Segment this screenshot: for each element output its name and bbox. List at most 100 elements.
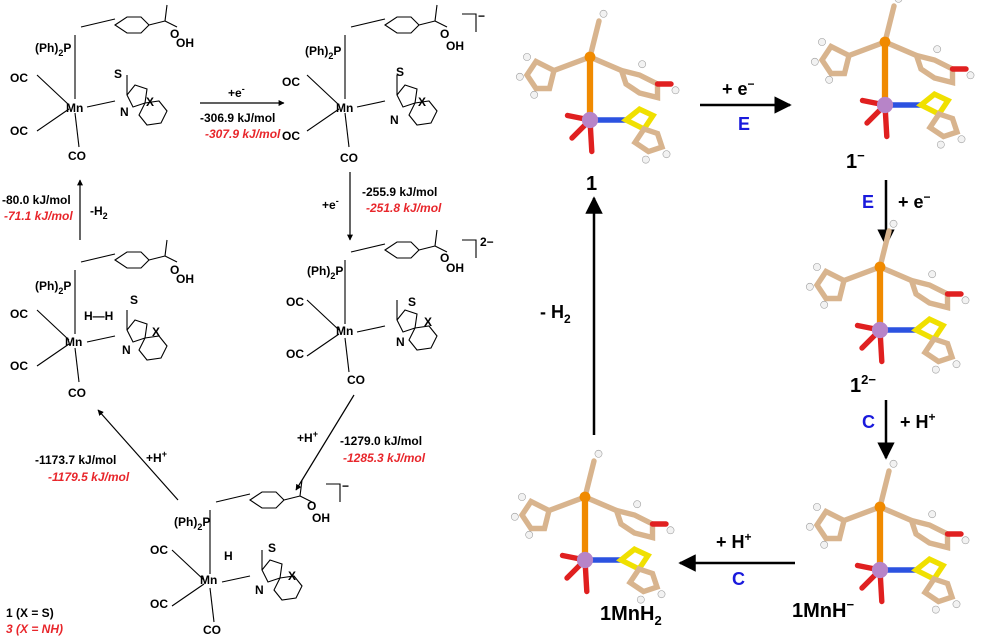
svg-text:−: −	[478, 9, 485, 23]
step3-energy-red: -1285.3 kJ/mol	[343, 451, 426, 465]
arrow-top-step: E	[738, 114, 750, 134]
model-1mnh2	[511, 450, 674, 603]
step3-reagent: +H+	[297, 429, 318, 445]
step5-reagent: -H2	[90, 204, 108, 221]
model-1	[516, 10, 679, 163]
arrow-right-1-reagent: + e−	[898, 190, 931, 212]
svg-text:O: O	[170, 263, 179, 277]
svg-text:OH: OH	[446, 261, 464, 275]
svg-text:OC: OC	[10, 307, 28, 321]
legend-x-nh: 3 (X = NH)	[6, 622, 63, 636]
model-1-minus	[811, 0, 974, 148]
species-1-2minus: (Ph)2P O OH OC OC CO Mn S N X 2−	[286, 229, 494, 387]
step1-energy-red: -307.9 kJ/mol	[205, 127, 281, 141]
svg-text:(Ph)2P: (Ph)2P	[305, 44, 341, 61]
svg-text:OC: OC	[286, 295, 304, 309]
svg-text:OH: OH	[176, 36, 194, 50]
step2-reagent: +e-	[322, 196, 339, 212]
svg-text:X: X	[152, 325, 160, 339]
svg-text:CO: CO	[68, 386, 86, 400]
step3-arrow	[295, 394, 355, 491]
svg-text:OC: OC	[10, 71, 28, 85]
svg-text:OC: OC	[150, 543, 168, 557]
species-1: (Ph)2P O OH OC OC CO Mn S N X	[10, 4, 194, 163]
svg-text:S: S	[130, 293, 138, 307]
svg-text:X: X	[288, 569, 296, 583]
svg-text:Mn: Mn	[200, 573, 217, 587]
svg-text:OC: OC	[150, 597, 168, 611]
svg-text:CO: CO	[203, 623, 221, 637]
species-1-minus: (Ph)2P O OH OC OC CO Mn S N X −	[282, 4, 485, 165]
step5-energy-red: -71.1 kJ/mol	[4, 209, 73, 223]
arrow-left-reagent: - H2	[540, 302, 571, 326]
step4-reagent: +H+	[146, 449, 167, 465]
svg-text:OC: OC	[282, 129, 300, 143]
arrow-bottom-step: C	[732, 569, 745, 589]
step5-energy-black: -80.0 kJ/mol	[2, 193, 71, 207]
step3-energy-black: -1279.0 kJ/mol	[340, 434, 422, 448]
label-1-2minus: 12−	[850, 372, 876, 397]
svg-text:O: O	[170, 27, 179, 41]
label-1-minus: 1−	[846, 148, 865, 173]
arrow-bottom-reagent: + H+	[716, 530, 752, 552]
svg-text:N: N	[120, 105, 129, 119]
label-1: 1	[586, 173, 597, 195]
svg-text:(Ph)2P: (Ph)2P	[35, 41, 71, 58]
svg-text:O: O	[307, 499, 316, 513]
svg-text:S: S	[408, 295, 416, 309]
svg-text:X: X	[418, 95, 426, 109]
arrow-right-2-step: C	[862, 412, 875, 432]
legend-x-s: 1 (X = S)	[6, 606, 54, 620]
svg-text:Mn: Mn	[65, 335, 82, 349]
svg-text:N: N	[396, 335, 405, 349]
svg-text:OH: OH	[312, 511, 330, 525]
svg-text:OH: OH	[176, 272, 194, 286]
svg-text:2−: 2−	[480, 235, 494, 249]
svg-text:H: H	[224, 549, 233, 563]
svg-text:O: O	[440, 251, 449, 265]
step1-energy-black: -306.9 kJ/mol	[200, 111, 275, 125]
arrow-right-1-step: E	[862, 192, 874, 212]
label-1mnh2: 1MnH2	[600, 603, 662, 628]
svg-text:S: S	[114, 67, 122, 81]
svg-text:N: N	[390, 113, 399, 127]
svg-text:N: N	[122, 343, 131, 357]
step4-energy-red: -1179.5 kJ/mol	[48, 470, 130, 484]
step4-energy-black: -1173.7 kJ/mol	[35, 453, 116, 467]
svg-text:Mn: Mn	[66, 101, 83, 115]
svg-text:X: X	[424, 315, 432, 329]
model-1-2minus	[806, 220, 969, 373]
species-1mnh2: (Ph)2P O OH OC OC CO Mn H—H S N X	[10, 239, 194, 400]
svg-text:S: S	[396, 65, 404, 79]
svg-text:CO: CO	[340, 151, 358, 165]
step1-reagent: +e-	[228, 84, 245, 100]
step2-energy-black: -255.9 kJ/mol	[362, 185, 437, 199]
svg-text:X: X	[146, 95, 154, 109]
svg-text:OC: OC	[282, 75, 300, 89]
svg-text:OC: OC	[10, 359, 28, 373]
step2-energy-red: -251.8 kJ/mol	[366, 201, 442, 215]
svg-text:−: −	[342, 479, 349, 493]
label-1mnh-minus: 1MnH−	[792, 597, 854, 622]
svg-text:Mn: Mn	[336, 324, 353, 338]
svg-text:Mn: Mn	[336, 101, 353, 115]
svg-text:O: O	[440, 27, 449, 41]
svg-text:(Ph)2P: (Ph)2P	[307, 264, 343, 281]
svg-text:H—H: H—H	[84, 309, 113, 323]
svg-text:S: S	[268, 541, 276, 555]
svg-text:OC: OC	[286, 347, 304, 361]
species-1mnh-minus: (Ph)2P O OH OC OC CO Mn H S N X −	[150, 479, 349, 637]
svg-text:CO: CO	[68, 149, 86, 163]
arrow-right-2-reagent: + H+	[900, 410, 936, 432]
svg-text:(Ph)2P: (Ph)2P	[174, 515, 210, 532]
svg-text:OH: OH	[446, 39, 464, 53]
svg-text:CO: CO	[347, 373, 365, 387]
arrow-top-reagent: + e−	[722, 77, 755, 99]
svg-text:(Ph)2P: (Ph)2P	[35, 279, 71, 296]
model-1mnh-minus	[806, 460, 969, 613]
step4-arrow	[97, 409, 179, 501]
svg-text:N: N	[255, 583, 264, 597]
svg-text:OC: OC	[10, 124, 28, 138]
